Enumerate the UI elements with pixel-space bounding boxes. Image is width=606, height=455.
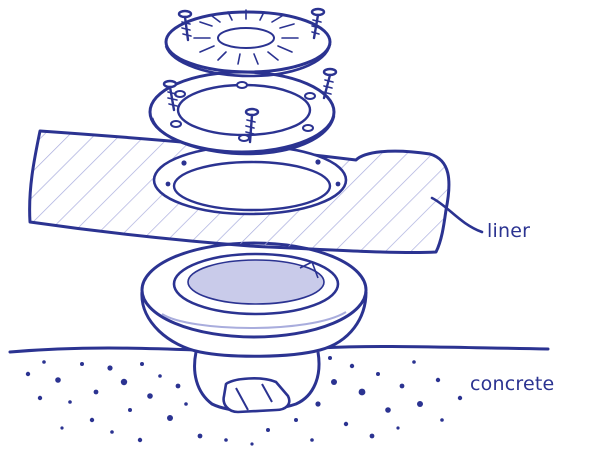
grate-center bbox=[217, 27, 275, 49]
liner-sheet bbox=[28, 129, 484, 255]
drain-body bbox=[140, 241, 368, 414]
grate-slots bbox=[193, 9, 299, 65]
clamp-ring-inner bbox=[176, 83, 312, 137]
clamp-ring bbox=[148, 67, 338, 156]
concrete-aggregate bbox=[25, 356, 463, 446]
grate-cover bbox=[164, 7, 332, 78]
clamp-ring-screws bbox=[162, 67, 338, 144]
concrete-label: concrete bbox=[470, 373, 555, 395]
grate-screws bbox=[177, 7, 326, 42]
liner-label: liner bbox=[487, 220, 531, 242]
drain-bowl bbox=[187, 259, 325, 305]
concrete-surface-line bbox=[8, 344, 550, 354]
liner-leader-line bbox=[430, 196, 484, 234]
concrete-slab bbox=[8, 344, 550, 446]
drain-outlet-pipe bbox=[222, 377, 291, 414]
